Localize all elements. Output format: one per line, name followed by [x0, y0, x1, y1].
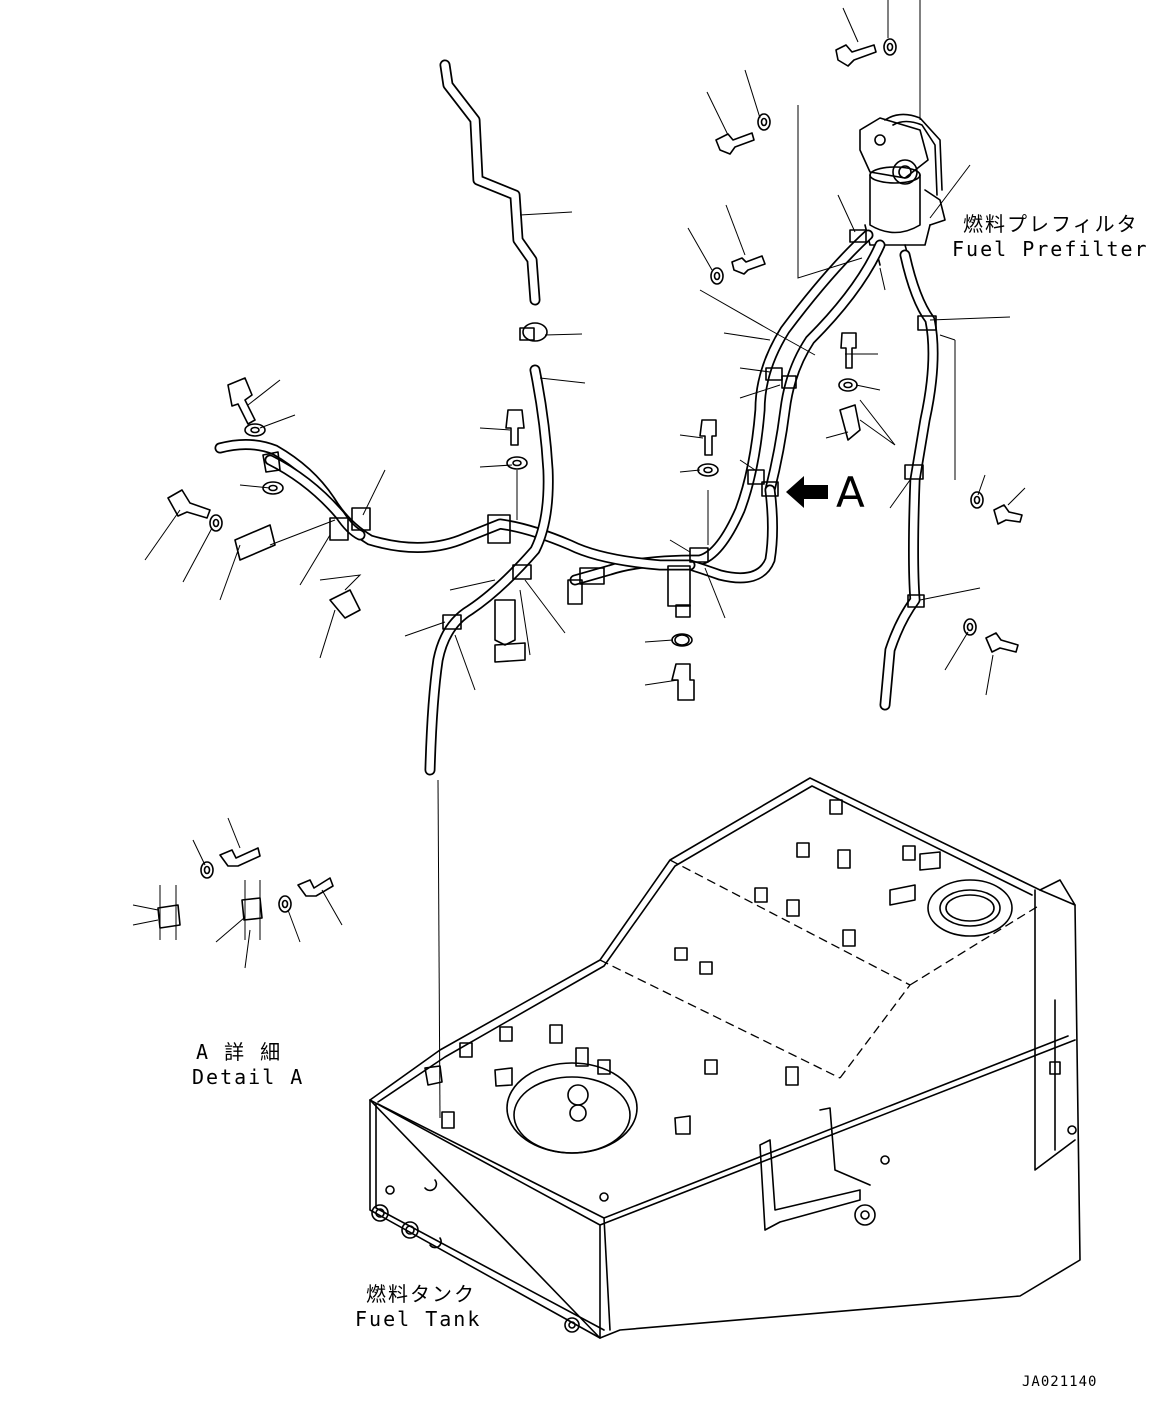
tank-label-en: Fuel Tank: [355, 1307, 482, 1331]
prefilter-label-en: Fuel Prefilter: [952, 237, 1149, 261]
drawing-code: JA021140: [1022, 1374, 1098, 1390]
detail-label-jp: A 詳 細: [196, 1040, 283, 1064]
fuel-tank: [369, 777, 1081, 1339]
washers: [200, 38, 984, 913]
clamps: [157, 229, 937, 929]
tank-label-jp: 燃料タンク: [366, 1282, 476, 1306]
leader-lines: [132, 0, 1026, 1119]
view-marker: A: [836, 468, 865, 517]
detail-a-parts: [159, 880, 261, 940]
detail-label-en: Detail A: [192, 1065, 305, 1089]
view-arrow-icon: [786, 476, 828, 508]
bolts: [167, 44, 1023, 897]
fuel-hoses: [214, 59, 939, 776]
prefilter-label-jp: 燃料プレフィルタ: [963, 212, 1139, 236]
